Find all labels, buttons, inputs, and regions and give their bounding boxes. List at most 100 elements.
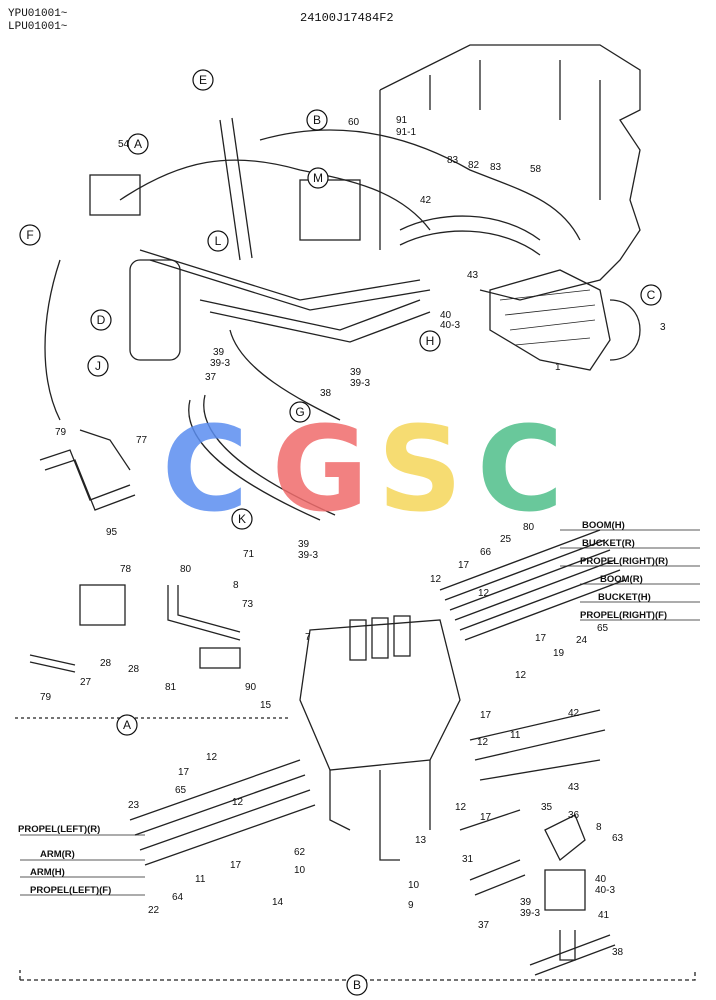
detail-b-part-number: 17 xyxy=(458,560,470,571)
hose-e xyxy=(219,117,253,261)
elbow-36 xyxy=(544,814,586,862)
hose-label-left: PROPEL(LEFT)(F) xyxy=(30,885,111,896)
detail-b-part-number: 40-3 xyxy=(595,885,615,896)
part-number: 58 xyxy=(530,164,542,175)
serial-line-1: YPU01001~ xyxy=(8,8,68,20)
part-number: 38 xyxy=(320,388,332,399)
view-callout-h: H xyxy=(426,334,435,348)
hose-60 xyxy=(259,129,581,241)
hose-label-right: BUCKET(H) xyxy=(598,592,651,603)
hose-labels: BOOM(H)BUCKET(R)PROPEL(RIGHT)(R)BOOM(R)B… xyxy=(18,520,668,896)
view-callout-circle xyxy=(192,69,214,91)
hose-run-1 xyxy=(119,159,431,231)
hose-label-left: ARM(H) xyxy=(30,867,65,878)
detail-b-part-number: 65 xyxy=(597,623,609,634)
hoses-42-43 xyxy=(469,709,606,781)
hose-label-right: PROPEL(RIGHT)(F) xyxy=(580,610,667,621)
engine-outline xyxy=(419,44,641,301)
detail-b-label: B xyxy=(353,978,361,992)
part-number: 82 xyxy=(468,160,480,171)
detail-b-part-number: 10 xyxy=(408,880,420,891)
detail-b-part-number: 39-3 xyxy=(520,908,540,919)
detail-b-circle xyxy=(346,974,368,996)
hose-3 xyxy=(609,299,641,361)
part-number: 1 xyxy=(555,362,561,373)
detail-b-part-number: 62 xyxy=(294,847,306,858)
hose-37-b xyxy=(469,859,526,896)
view-callout-d: D xyxy=(97,313,106,327)
detail-b-part-number: 65 xyxy=(175,785,187,796)
detail-b-part-number: 15 xyxy=(260,700,272,711)
part-number: 79 xyxy=(55,427,67,438)
view-callout-circle xyxy=(19,224,41,246)
watermark-letter: G xyxy=(272,400,369,538)
view-callout-g: G xyxy=(295,405,304,419)
detail-a-part-number: 81 xyxy=(165,682,177,693)
detail-b-part-number: 13 xyxy=(415,835,427,846)
detail-b-part-number: 42 xyxy=(568,708,580,719)
detail-a-part-number: 27 xyxy=(80,677,92,688)
detail-b-part-number: 39 xyxy=(520,897,532,908)
part-number: 43 xyxy=(467,270,479,281)
detail-b-part-number: 63 xyxy=(612,833,624,844)
part-number: 91-1 xyxy=(396,127,416,138)
watermark-letter: S xyxy=(378,400,463,538)
detail-b-part-number: 66 xyxy=(480,547,492,558)
watermark-letter: C xyxy=(477,400,564,538)
detail-b-part-number: 10 xyxy=(294,865,306,876)
view-callout-circle xyxy=(419,330,441,352)
view-callout-l: L xyxy=(215,234,222,248)
drawing-code: 24100J17484F2 xyxy=(300,11,394,25)
detail-b-part-number: 12 xyxy=(478,588,490,599)
part-number: 91 xyxy=(396,115,408,126)
part-number: 39-3 xyxy=(210,358,230,369)
hose-label-left: PROPEL(LEFT)(R) xyxy=(18,824,100,835)
view-callout-j: J xyxy=(95,359,101,373)
view-callout-f: F xyxy=(26,228,33,242)
bolt-79 xyxy=(29,654,76,673)
hose-label-right: PROPEL(RIGHT)(R) xyxy=(580,556,668,567)
fitting-41 xyxy=(559,930,576,961)
detail-b-part-number: 12 xyxy=(206,752,218,763)
view-callout-k: K xyxy=(238,512,246,526)
view-callout-circle xyxy=(640,284,662,306)
hose-run-3 xyxy=(199,299,431,343)
detail-b-part-number: 19 xyxy=(553,648,565,659)
detail-b-part-number: 14 xyxy=(272,897,284,908)
part-number: 37 xyxy=(205,372,217,383)
detail-b-part-number: 7 xyxy=(305,632,311,643)
detail-labels: A B xyxy=(116,714,368,996)
hose-label-right: BOOM(R) xyxy=(600,574,643,585)
detail-b-part-number: 24 xyxy=(576,635,588,646)
view-callout-a: A xyxy=(134,137,142,151)
leader-f xyxy=(44,259,61,421)
view-callout-c: C xyxy=(647,288,656,302)
detail-b-part-number: 17 xyxy=(230,860,242,871)
detail-a-part-number: 28 xyxy=(100,658,112,669)
view-callout-circle xyxy=(289,401,311,423)
detail-b-part-number: 43 xyxy=(568,782,580,793)
hose-label-left: ARM(R) xyxy=(40,849,75,860)
detail-b-part-number: 35 xyxy=(541,802,553,813)
hose-31 xyxy=(459,809,521,831)
detail-b-part-number: 9 xyxy=(408,900,414,911)
part-number: 39-3 xyxy=(350,378,370,389)
detail-b-part-number: 17 xyxy=(535,633,547,644)
hose-42 xyxy=(399,215,541,256)
hose-label-right: BUCKET(R) xyxy=(582,538,635,549)
detail-b-part-number: 12 xyxy=(515,670,527,681)
part-number: 39 xyxy=(213,347,225,358)
control-valve-7 xyxy=(299,619,461,771)
detail-b-part-number: 12 xyxy=(430,574,442,585)
serial-line-2: LPU01001~ xyxy=(8,21,68,33)
detail-b-part-number: 41 xyxy=(598,910,610,921)
view-callout-circle xyxy=(127,133,149,155)
detail-a-part-number: 90 xyxy=(245,682,257,693)
view-callout-circle xyxy=(90,309,112,331)
detail-a-circle xyxy=(116,714,138,736)
part-number: 60 xyxy=(348,117,360,128)
detail-b-part-number: 17 xyxy=(480,812,492,823)
engine-detail xyxy=(379,60,601,250)
